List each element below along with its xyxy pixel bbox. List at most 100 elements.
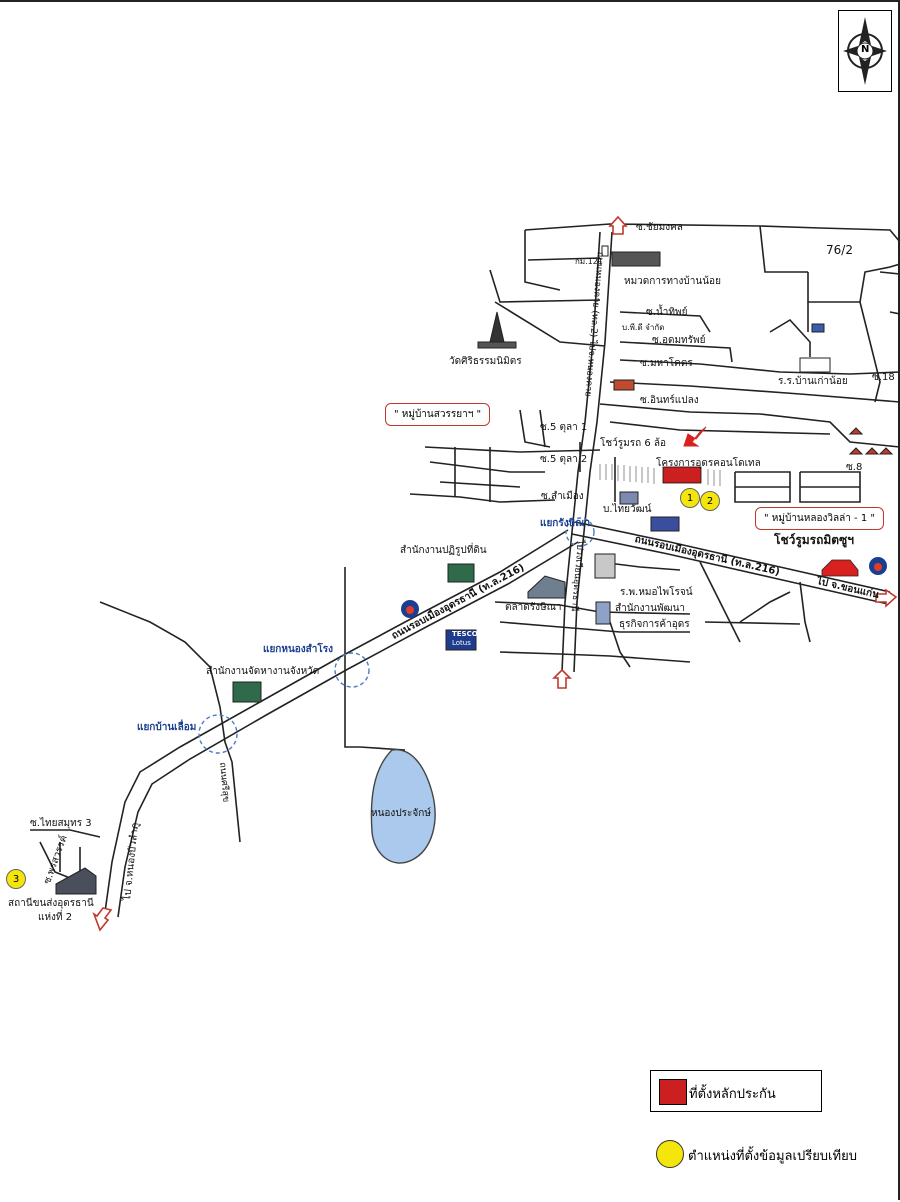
showroom-mitsu-label: โชว์รูมรถมิตซูฯ	[774, 533, 854, 547]
street	[759, 225, 808, 273]
lotus-label: Lotus	[452, 639, 471, 647]
street	[344, 567, 406, 751]
highway-office-icon	[611, 251, 661, 267]
company-thai-label: บ.ไทยวัฒน์	[603, 504, 652, 515]
junction-rangsina-label: แยกรังษิณา	[540, 518, 591, 529]
compass-rose: N	[838, 10, 892, 92]
street	[704, 621, 801, 625]
junction-circle-nongsamrong	[334, 652, 370, 688]
junction-banlueam-label: แยกบ้านเลื่อม	[137, 722, 197, 733]
ring-road-east-top	[574, 521, 891, 593]
house-icon	[864, 447, 880, 455]
km121-label: กม.121	[575, 257, 603, 266]
street	[609, 381, 900, 403]
bus-station-label-2: แห่งที่ 2	[38, 912, 73, 923]
street	[819, 227, 900, 243]
school-label: ร.ร.บ้านเก่าน้อย	[778, 376, 848, 387]
bus-station-label: สถานีขนส่งอุดรธานี	[8, 898, 94, 909]
junction-circle-banlueam	[198, 714, 238, 754]
street	[879, 271, 900, 275]
street	[424, 446, 601, 453]
soi-mahakorn-label: ซ.มหาโคตร	[640, 358, 693, 369]
soi-chaimongkol-label: ซ.ชัยมงคล	[636, 222, 683, 233]
comparable-marker-2: 2	[700, 491, 720, 511]
tesco-label: TESCO	[452, 630, 478, 638]
street	[599, 403, 900, 448]
soi-8-label: ซ.8	[846, 462, 863, 473]
street	[769, 318, 811, 357]
street	[859, 301, 881, 403]
gas-station-icons	[401, 557, 887, 618]
street	[519, 409, 551, 448]
lake-label: หนองประจักษ์	[371, 808, 431, 819]
km-post-icon	[601, 245, 609, 257]
company-icon	[619, 491, 639, 505]
showroom6-label: โชว์รูมรถ 6 ล้อ	[600, 438, 667, 449]
bus-station-icon	[55, 867, 97, 895]
street	[499, 651, 691, 663]
street	[799, 581, 811, 643]
tesco-lotus-icon	[445, 629, 477, 651]
street	[889, 311, 900, 315]
street	[499, 621, 690, 633]
shop-icon	[613, 379, 635, 391]
ring-road-west-bottom	[117, 541, 579, 918]
school-icon	[799, 357, 831, 373]
house-icon	[848, 427, 864, 435]
lake-shape	[370, 749, 436, 864]
collateral-swatch	[659, 1079, 687, 1105]
street	[524, 223, 821, 231]
house-icon	[878, 447, 894, 455]
landmark-icons	[55, 245, 894, 895]
junction-circle-rangsina	[565, 517, 595, 547]
soi-udomsap-label: ซ.อุดมทรัพย์	[652, 335, 706, 346]
street	[489, 269, 601, 303]
market-icon	[527, 575, 566, 599]
market-label: ตลาดรังษิณา	[505, 602, 562, 613]
street	[699, 561, 741, 643]
street	[609, 421, 831, 435]
soi-thaisamut-label: ซ.ไทยสมุทร 3	[30, 818, 92, 829]
village-villa-callout: " หมู่บ้านหลองวิลล่า - 1 "	[755, 507, 884, 530]
dev-office-label: สำนักงานพัฒนา	[615, 603, 686, 614]
flag-icon	[811, 323, 825, 333]
soi-5-2-label: ซ.5 ตุลา 2	[540, 454, 588, 465]
dev-office2-label: ธุรกิจการค้าอุดร	[619, 619, 690, 630]
soi-sammuang-label: ซ.สำเมือง	[541, 491, 584, 502]
street	[799, 471, 861, 503]
street	[619, 341, 733, 363]
temple-icon	[481, 311, 513, 345]
gas-station-icon	[406, 606, 414, 614]
wat-label: วัดศิริธรรมนิมิตร	[449, 356, 522, 367]
office-tower-icon	[595, 601, 611, 625]
street	[99, 601, 241, 843]
legend-collateral-label: ที่ตั้งหลักประกัน	[689, 1087, 776, 1102]
comparable-swatch	[656, 1140, 684, 1168]
street	[429, 461, 545, 473]
western-road-label: ถนนศรีสุข	[217, 761, 231, 803]
comparable-marker-1: 1	[680, 488, 700, 508]
soi-18-label: ซ.18	[872, 372, 895, 383]
car-icon	[821, 559, 859, 577]
legend-collateral-box: ที่ตั้งหลักประกัน	[650, 1070, 822, 1112]
main-road-ns-left	[561, 231, 601, 673]
north-arrow-icon	[843, 17, 887, 85]
direction-arrow-north	[608, 215, 628, 235]
village-sawan-callout: " หมู่บ้านสวรรยาฯ "	[385, 403, 491, 426]
comparable-marker-3: 3	[6, 869, 26, 889]
street	[609, 621, 631, 668]
ring-road-east-bottom	[571, 533, 889, 605]
street	[807, 263, 900, 303]
collateral-site	[662, 466, 702, 484]
pd-company-label: บ.พี.ดี จำกัด	[622, 323, 665, 332]
gas-station-icon	[874, 563, 882, 571]
junction-nongsamrong-label: แยกหนองสำโรง	[263, 644, 334, 655]
hospital-label: ร.พ.หมอไพโรจน์	[620, 587, 693, 598]
street	[619, 359, 900, 375]
street	[30, 829, 101, 838]
land-office-icon	[447, 563, 475, 583]
direction-arrow-southwest	[92, 907, 113, 932]
street	[494, 301, 606, 347]
